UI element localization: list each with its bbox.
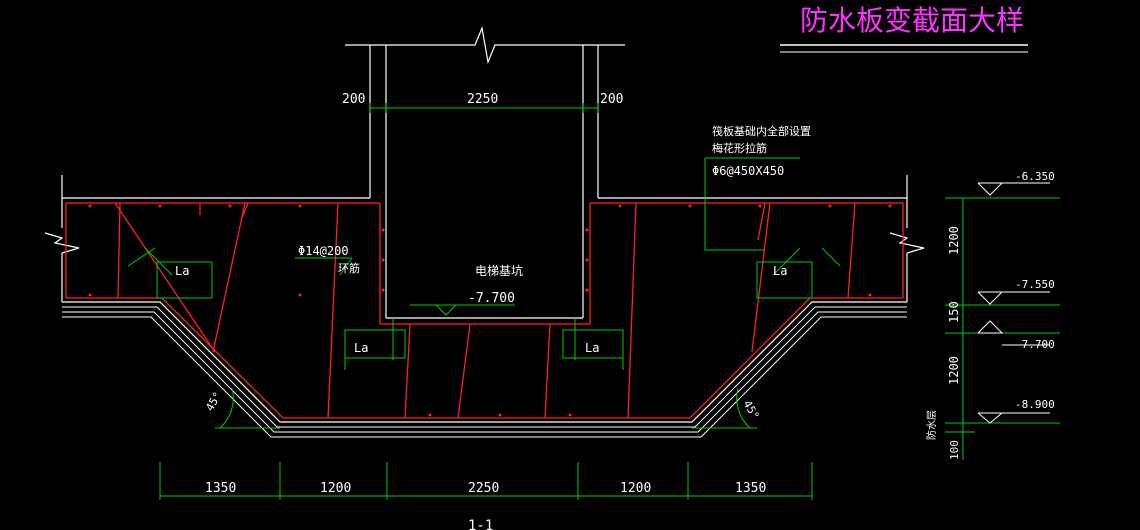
dim-bottom-4: 1200 (620, 481, 651, 496)
elevation-3: -7.700 (1015, 338, 1055, 351)
slab-bottom-profile (62, 301, 907, 438)
dim-bottom-1: 1350 (205, 481, 236, 496)
rebar-type: 环筋 (338, 261, 360, 275)
lap-label-pit-right: La (585, 341, 599, 355)
dim-bottom-3: 2250 (468, 481, 499, 496)
side-dim-3: 1200 (947, 356, 961, 385)
dim-top-left: 200 (342, 92, 365, 107)
drawing-title: 防水板变截面大样 (800, 4, 1024, 37)
lap-label-right: La (773, 264, 787, 278)
section-label: 1-1 (468, 518, 493, 530)
side-dim-2: 150 (947, 301, 961, 323)
annotation-lines (127, 103, 1060, 500)
dim-top-middle: 2250 (467, 92, 498, 107)
lap-label-pit-left: La (354, 341, 368, 355)
rebar-spec: Φ14@200 (298, 244, 349, 258)
pit-name: 电梯基坑 (475, 263, 523, 278)
elevation-1: -6.350 (1015, 170, 1055, 183)
elevation-4: -8.900 (1015, 398, 1055, 411)
lap-label-left: La (175, 264, 189, 278)
note-line3: Φ6@450X450 (712, 164, 784, 178)
angle-label-right: 45° (741, 398, 762, 422)
note-line2: 梅花形拉筋 (712, 141, 767, 155)
angle-label-left: 45° (203, 390, 224, 414)
elevation-markers (977, 182, 1050, 424)
dim-bottom-5: 1350 (735, 481, 766, 496)
note-line1: 筏板基础内全部设置 (712, 124, 811, 138)
side-dim-4: 100 (948, 440, 961, 460)
elevation-2: -7.550 (1015, 278, 1055, 291)
dim-bottom-2: 1200 (320, 481, 351, 496)
rebar-dots (88, 204, 892, 417)
waterproof-label: 防水层 (925, 410, 938, 440)
rebar (65, 202, 904, 419)
dim-top-right: 200 (600, 92, 623, 107)
pit-elevation: -7.700 (468, 291, 515, 306)
pit-walls (44, 25, 925, 319)
side-dim-1: 1200 (947, 226, 961, 255)
